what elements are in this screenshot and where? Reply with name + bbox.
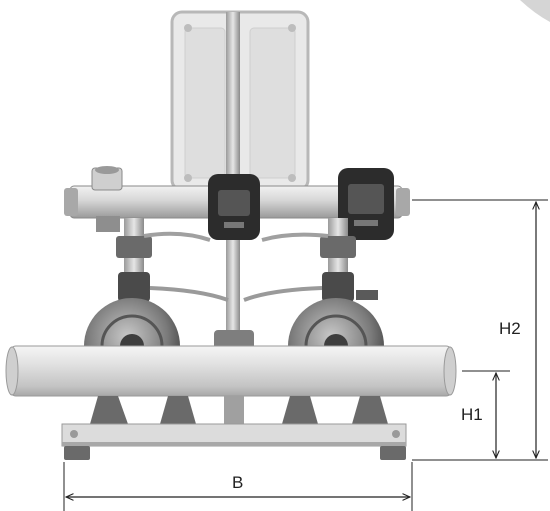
background-decoration: [520, 0, 550, 22]
dimension-b: B: [63, 462, 413, 511]
frame-bolt-icon: [392, 430, 400, 438]
center-support: [224, 396, 244, 426]
dimension-label-h2: H2: [499, 319, 521, 338]
panel-screw-icon: [184, 174, 192, 182]
valve-stack-right: [243, 218, 378, 318]
pressure-controller-right: [338, 168, 394, 240]
panel-screw-icon: [184, 24, 192, 32]
dimension-h1: H1: [461, 370, 510, 458]
panel-screw-icon: [288, 24, 296, 32]
pump-foot-left: [90, 396, 128, 424]
pressure-controller-left: [208, 174, 260, 240]
dimension-h2: H2: [412, 199, 548, 461]
pump-foot-left: [160, 396, 196, 424]
frame-bolt-icon: [70, 430, 78, 438]
panel-screw-icon: [288, 174, 296, 182]
valve-stack-left: [116, 218, 229, 318]
dimension-label-h1: H1: [461, 405, 483, 424]
pump-foot-right: [282, 396, 318, 424]
frame-foot: [64, 446, 90, 460]
pump-foot-right: [352, 396, 388, 424]
inlet-manifold: [5, 345, 457, 397]
frame-foot: [380, 446, 406, 460]
dimension-label-b: B: [232, 473, 243, 492]
base-frame: [61, 423, 407, 460]
